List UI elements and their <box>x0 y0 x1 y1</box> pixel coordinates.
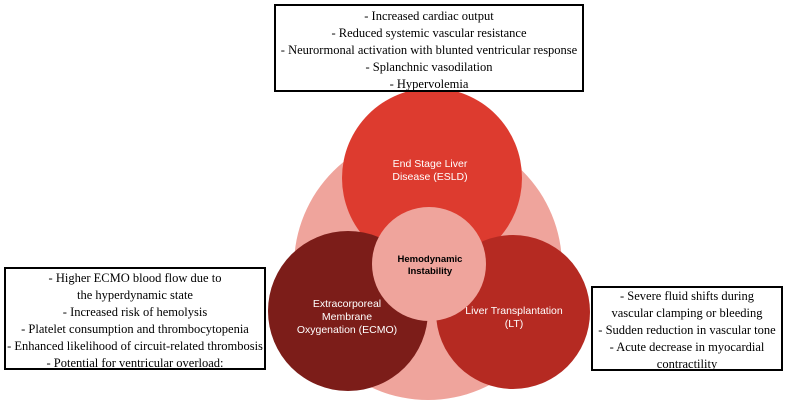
esld-effects-box: - Increased cardiac output - Reduced sys… <box>274 4 584 92</box>
center-label-line: Instability <box>407 266 453 277</box>
esld-label: End Stage Liver Disease (ESLD) <box>360 158 500 184</box>
lt-effect-item: vascular clamping or bleeding <box>611 306 763 320</box>
esld-label-line: Disease (ESLD) <box>392 171 468 183</box>
lt-effects-box: - Severe fluid shifts during vascular cl… <box>591 286 783 371</box>
ecmo-label-line: Oxygenation (ECMO) <box>296 324 398 336</box>
ecmo-effect-item: - Higher ECMO blood flow due to <box>48 271 222 285</box>
ecmo-effect-item: - Potential for ventricular overload: <box>46 356 224 370</box>
ecmo-effect-item: the hyperdynamic state <box>77 288 193 302</box>
esld-effect-item: - Neurormonal activation with blunted ve… <box>280 43 578 57</box>
lt-label: Liver Transplantation (LT) <box>454 305 574 331</box>
esld-effect-item: - Reduced systemic vascular resistance <box>331 26 527 40</box>
center-circle <box>372 207 486 321</box>
ecmo-effect-item: - Enhanced likelihood of circuit-related… <box>7 339 263 353</box>
lt-label-line: Liver Transplantation <box>465 305 563 317</box>
esld-effect-item: - Increased cardiac output <box>364 9 494 23</box>
lt-effect-item: - Acute decrease in myocardial <box>609 340 765 354</box>
ecmo-effect-item: - Increased risk of hemolysis <box>62 305 208 319</box>
lt-effect-item: - Sudden reduction in vascular tone <box>598 323 776 337</box>
lt-effect-item: contractility <box>656 357 718 371</box>
ecmo-effects-box: - Higher ECMO blood flow due to the hype… <box>4 267 266 370</box>
ecmo-label-line: Extracorporeal <box>312 298 382 310</box>
ecmo-label-line: Membrane <box>321 311 373 323</box>
center-label: Hemodynamic Instability <box>380 254 480 278</box>
esld-label-line: End Stage Liver <box>392 158 468 170</box>
lt-label-line: (LT) <box>504 318 524 330</box>
ecmo-effect-item: - Platelet consumption and thrombocytope… <box>21 322 249 336</box>
esld-effect-item: - Hypervolemia <box>389 77 469 91</box>
lt-effect-item: - Severe fluid shifts during <box>619 289 754 303</box>
esld-circle <box>342 88 522 268</box>
esld-effect-item: - Splanchnic vasodilation <box>365 60 493 74</box>
ecmo-label: Extracorporeal Membrane Oxygenation (ECM… <box>282 298 412 337</box>
center-label-line: Hemodynamic <box>397 254 463 265</box>
